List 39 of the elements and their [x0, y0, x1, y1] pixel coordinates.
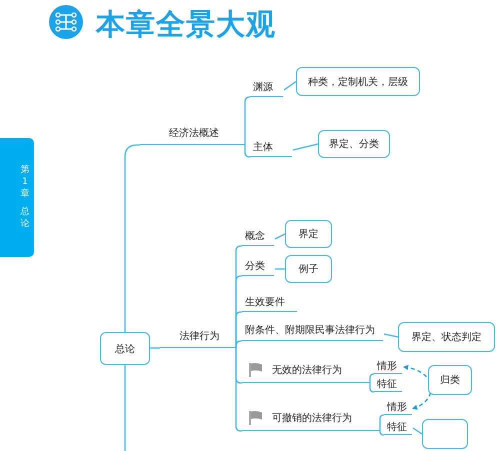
topic-label: 情形 [374, 358, 402, 374]
callout-tail [292, 143, 318, 151]
branch-line [379, 414, 385, 431]
topic-box: 界定 [285, 220, 332, 248]
title-text: 本章全景大观 [96, 6, 276, 43]
topic-box: 种类，定制机关，层级 [296, 67, 420, 96]
branch-line [235, 340, 242, 348]
branch-line [369, 383, 375, 393]
topic-label: 特征 [374, 376, 402, 392]
topic-box [422, 419, 468, 449]
branch-line [124, 144, 140, 332]
chapter-label: 第1章 [20, 164, 30, 200]
branch-line [379, 430, 385, 436]
topic-box: 界定、状态判定 [398, 322, 495, 352]
branch-line [369, 373, 375, 383]
callout-tail [274, 233, 286, 240]
branch-line [244, 145, 251, 158]
topic-text: 可撤销的法律行为 [272, 412, 352, 424]
chapter-label: 总论 [20, 206, 30, 230]
topic-label: 主体 [250, 137, 292, 157]
topic-text: 无效的法律行为 [272, 364, 342, 377]
topic-box: 例子 [285, 255, 332, 283]
callout-tail [284, 80, 296, 91]
branch-line [150, 347, 160, 349]
callout-tail [275, 268, 285, 270]
topic-label: 经济法概述 [140, 122, 245, 145]
topic-label: 生效要件 [242, 292, 297, 312]
topic-box: 归类 [428, 365, 472, 395]
topic-label: 特征 [384, 419, 412, 435]
topic-label: 附条件、附期限民事法律行为 [242, 320, 383, 341]
topic-label: 分类 [242, 257, 274, 276]
callout-tail [384, 333, 398, 338]
topic-label: 概念 [242, 227, 274, 246]
topic-label: 渊源 [250, 78, 283, 97]
topic-label: 情形 [384, 400, 412, 415]
root-box: 总论 [100, 332, 150, 365]
topic-label: 法律行为 [160, 325, 236, 348]
topic-box: 界定、分类 [318, 130, 390, 158]
callout-tail [412, 427, 422, 435]
